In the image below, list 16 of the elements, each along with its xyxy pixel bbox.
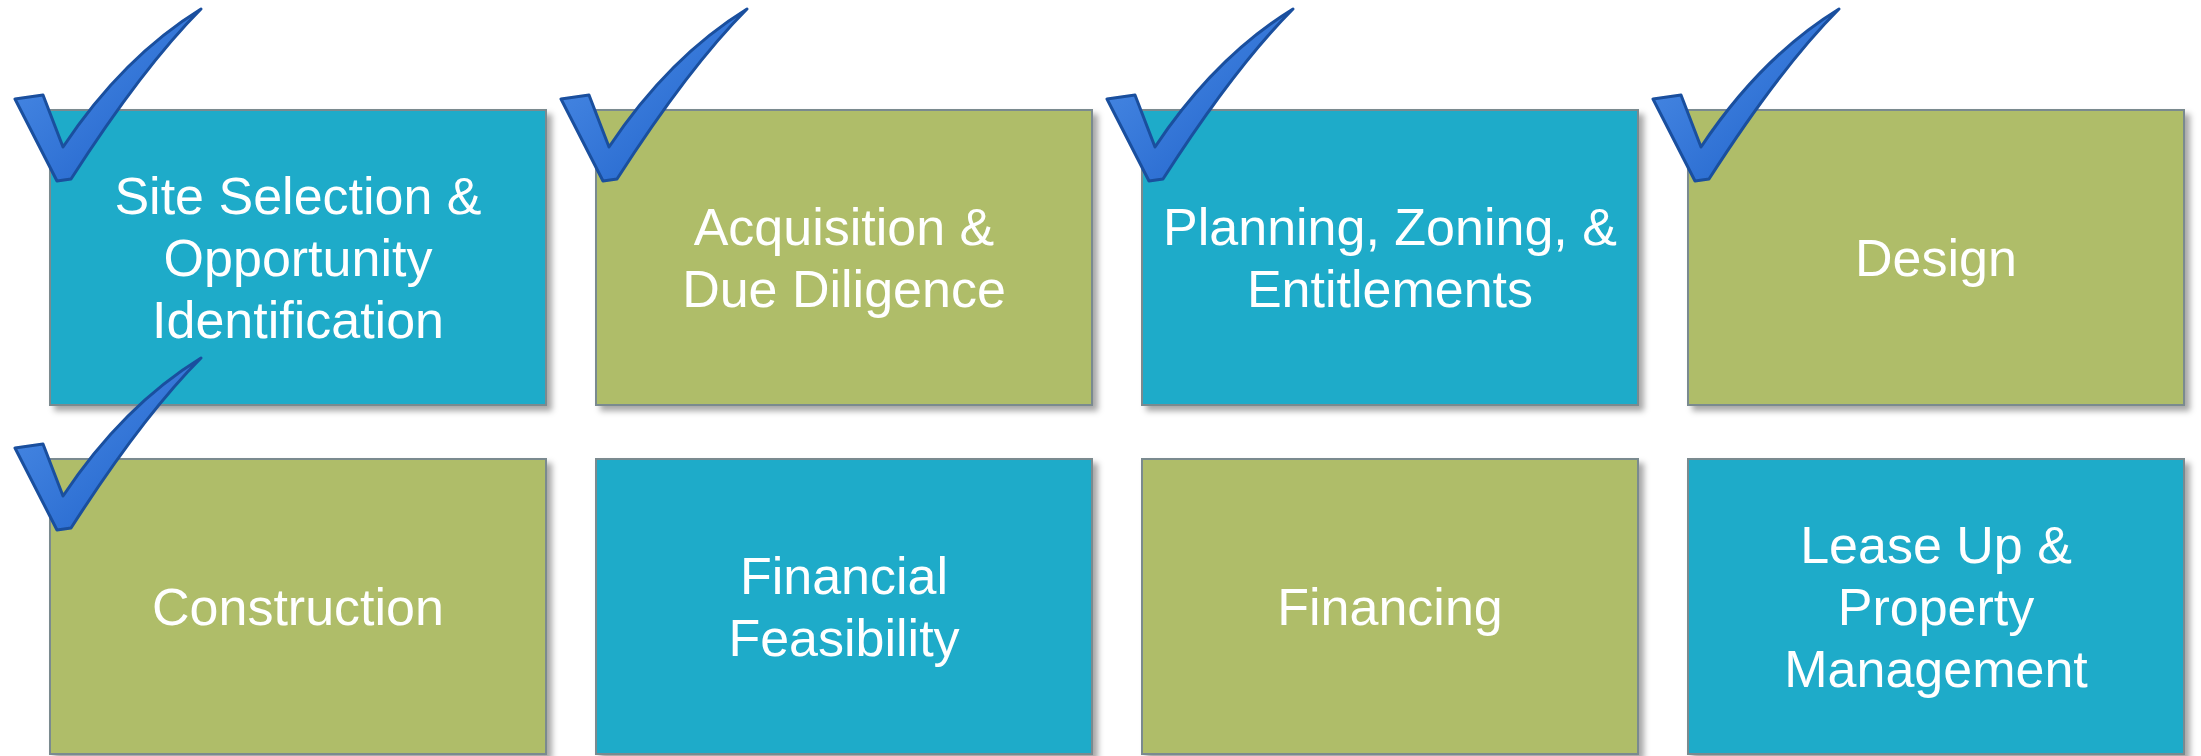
process-box [1141, 458, 1639, 755]
process-box [595, 458, 1093, 755]
step-label: Site Selection & Opportunity Identification [113, 165, 483, 351]
process-box [1141, 109, 1639, 406]
step-label: Financing [1277, 576, 1503, 638]
step-label: Design [1855, 227, 2017, 289]
step-label: Acquisition & Due Diligence [681, 196, 1007, 320]
process-box [49, 458, 547, 755]
step-label: Construction [152, 576, 444, 638]
process-box [595, 109, 1093, 406]
step-label: Financial Feasibility [727, 545, 961, 669]
process-box [1687, 109, 2185, 406]
step-label: Planning, Zoning, & Entitlements [1162, 196, 1618, 320]
process-box [49, 109, 547, 406]
process-box [1687, 458, 2185, 755]
step-label: Lease Up & Property Management [1783, 514, 2089, 700]
